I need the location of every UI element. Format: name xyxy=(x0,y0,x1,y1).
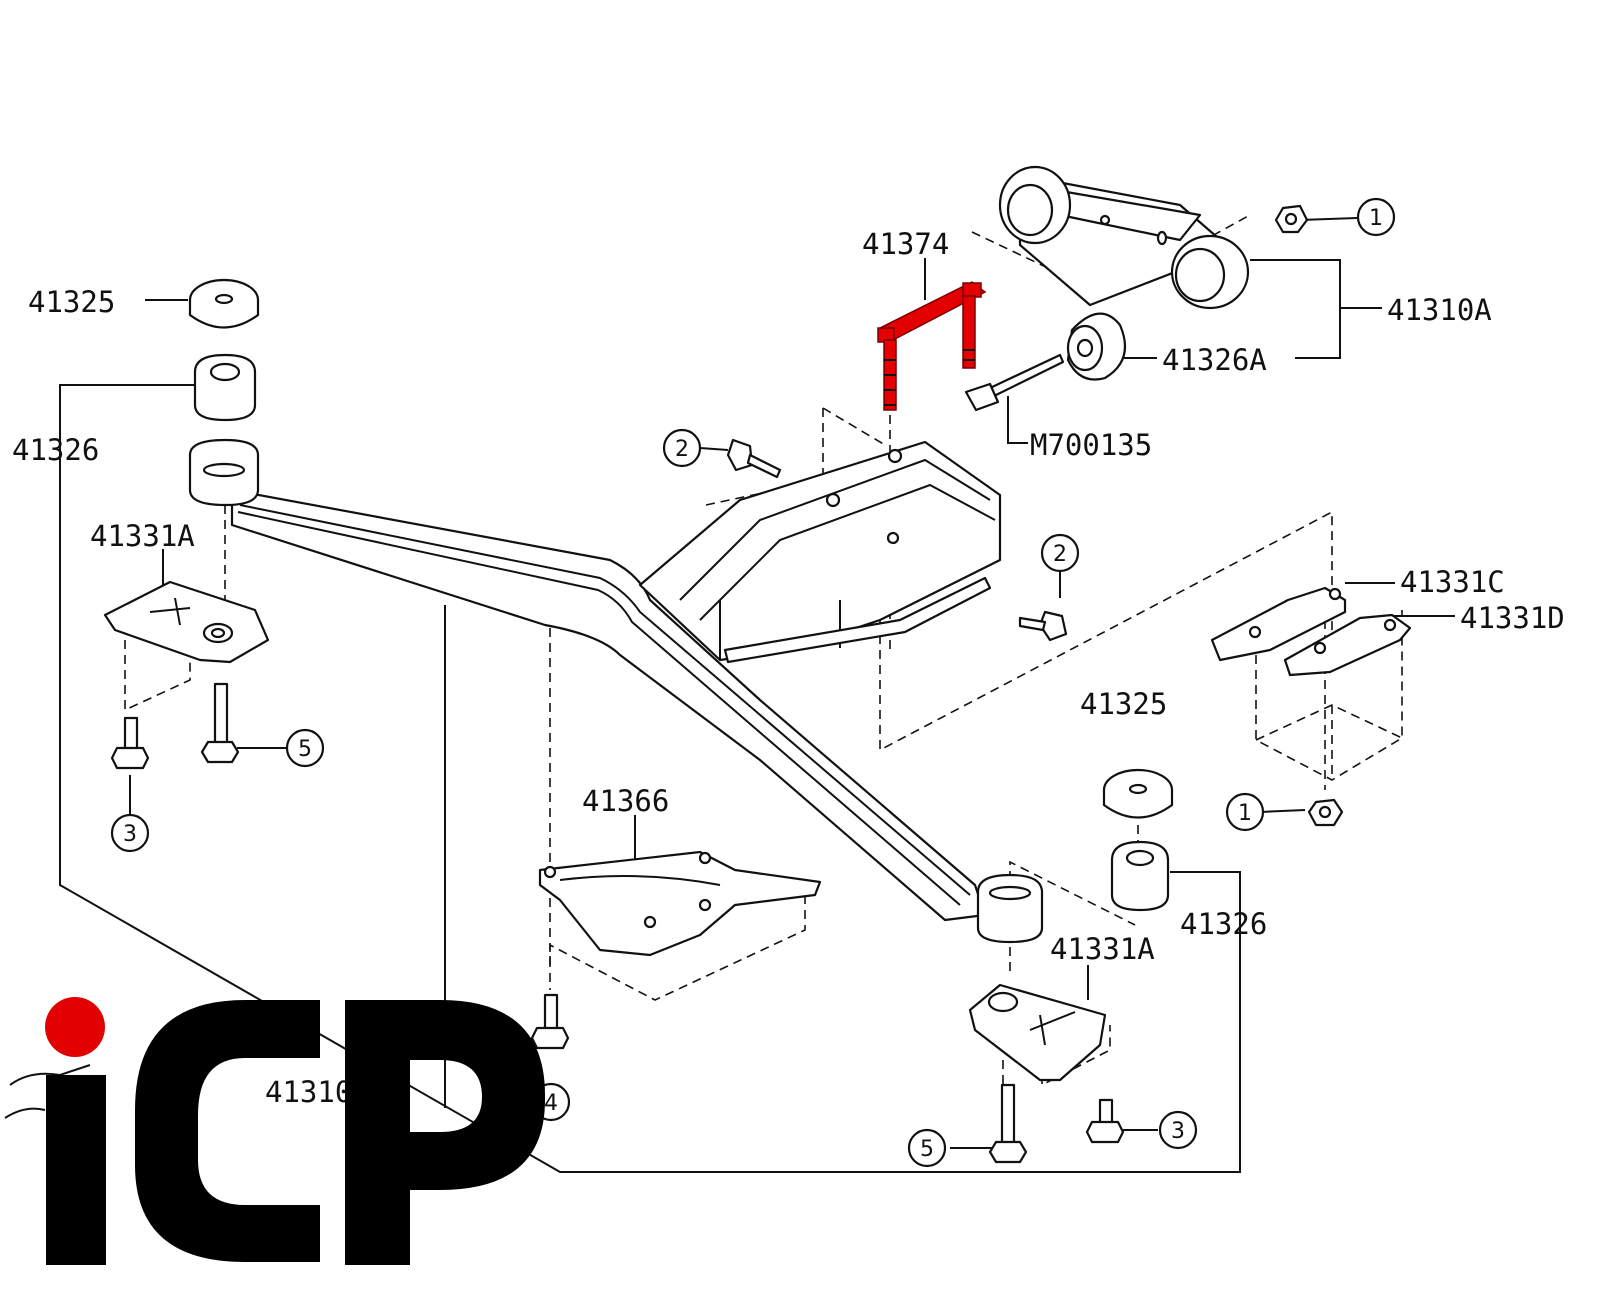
nut-top xyxy=(1274,204,1309,234)
front-arrow-icon xyxy=(4,1064,91,1119)
callouts: 1 1 2 2 3 3 4 5 5 xyxy=(110,197,1396,1168)
callout-2-left: 2 xyxy=(675,437,689,462)
callout-5-left: 5 xyxy=(298,737,312,762)
label-m700135: M700135 xyxy=(1030,428,1152,462)
label-41326-right: 41326 xyxy=(1180,907,1267,941)
callout-1-top: 1 xyxy=(1369,206,1383,231)
label-41310a: 41310A xyxy=(1387,293,1492,327)
bracket-41366 xyxy=(530,850,822,1050)
bolt-m700135 xyxy=(964,353,1065,412)
brackets-41331c-d xyxy=(1210,586,1412,827)
label-41326-left: 41326 xyxy=(12,433,99,467)
callout-4: 4 xyxy=(544,1091,558,1116)
logo-dot xyxy=(45,997,105,1057)
callout-3-left: 3 xyxy=(123,822,137,847)
label-41325-left: 41325 xyxy=(28,285,115,319)
part-labels: 41374 41310A 41326A M700135 41325 41326 … xyxy=(12,227,1565,1109)
label-41326a: 41326A xyxy=(1162,343,1267,377)
logo-letter-c xyxy=(135,1000,320,1262)
label-41331a-right: 41331A xyxy=(1050,932,1155,966)
callout-5-right: 5 xyxy=(920,1137,934,1162)
bushing-41326a xyxy=(1066,312,1127,381)
callout-1-right: 1 xyxy=(1238,801,1252,826)
bolts-2 xyxy=(726,438,1068,642)
highlighted-bracket-41374 xyxy=(877,281,987,411)
right-mount-stack xyxy=(968,768,1174,1164)
label-41310: 41310 xyxy=(265,1075,352,1109)
label-41331d: 41331D xyxy=(1460,601,1565,635)
callout-2-right: 2 xyxy=(1053,542,1067,567)
label-41325-right: 41325 xyxy=(1080,687,1167,721)
label-41366: 41366 xyxy=(582,784,669,818)
callout-3-right: 3 xyxy=(1171,1119,1185,1144)
left-mount-stack xyxy=(103,278,270,770)
icp-logo xyxy=(45,997,545,1265)
rear-mount-assembly xyxy=(998,165,1250,310)
label-41331a-left: 41331A xyxy=(90,519,195,553)
main-crossmember-41310 xyxy=(188,438,1044,944)
label-41331c: 41331C xyxy=(1400,565,1505,599)
logo-letter-i xyxy=(46,1075,106,1265)
logo-letter-p xyxy=(345,1000,545,1265)
label-41374: 41374 xyxy=(862,227,949,261)
